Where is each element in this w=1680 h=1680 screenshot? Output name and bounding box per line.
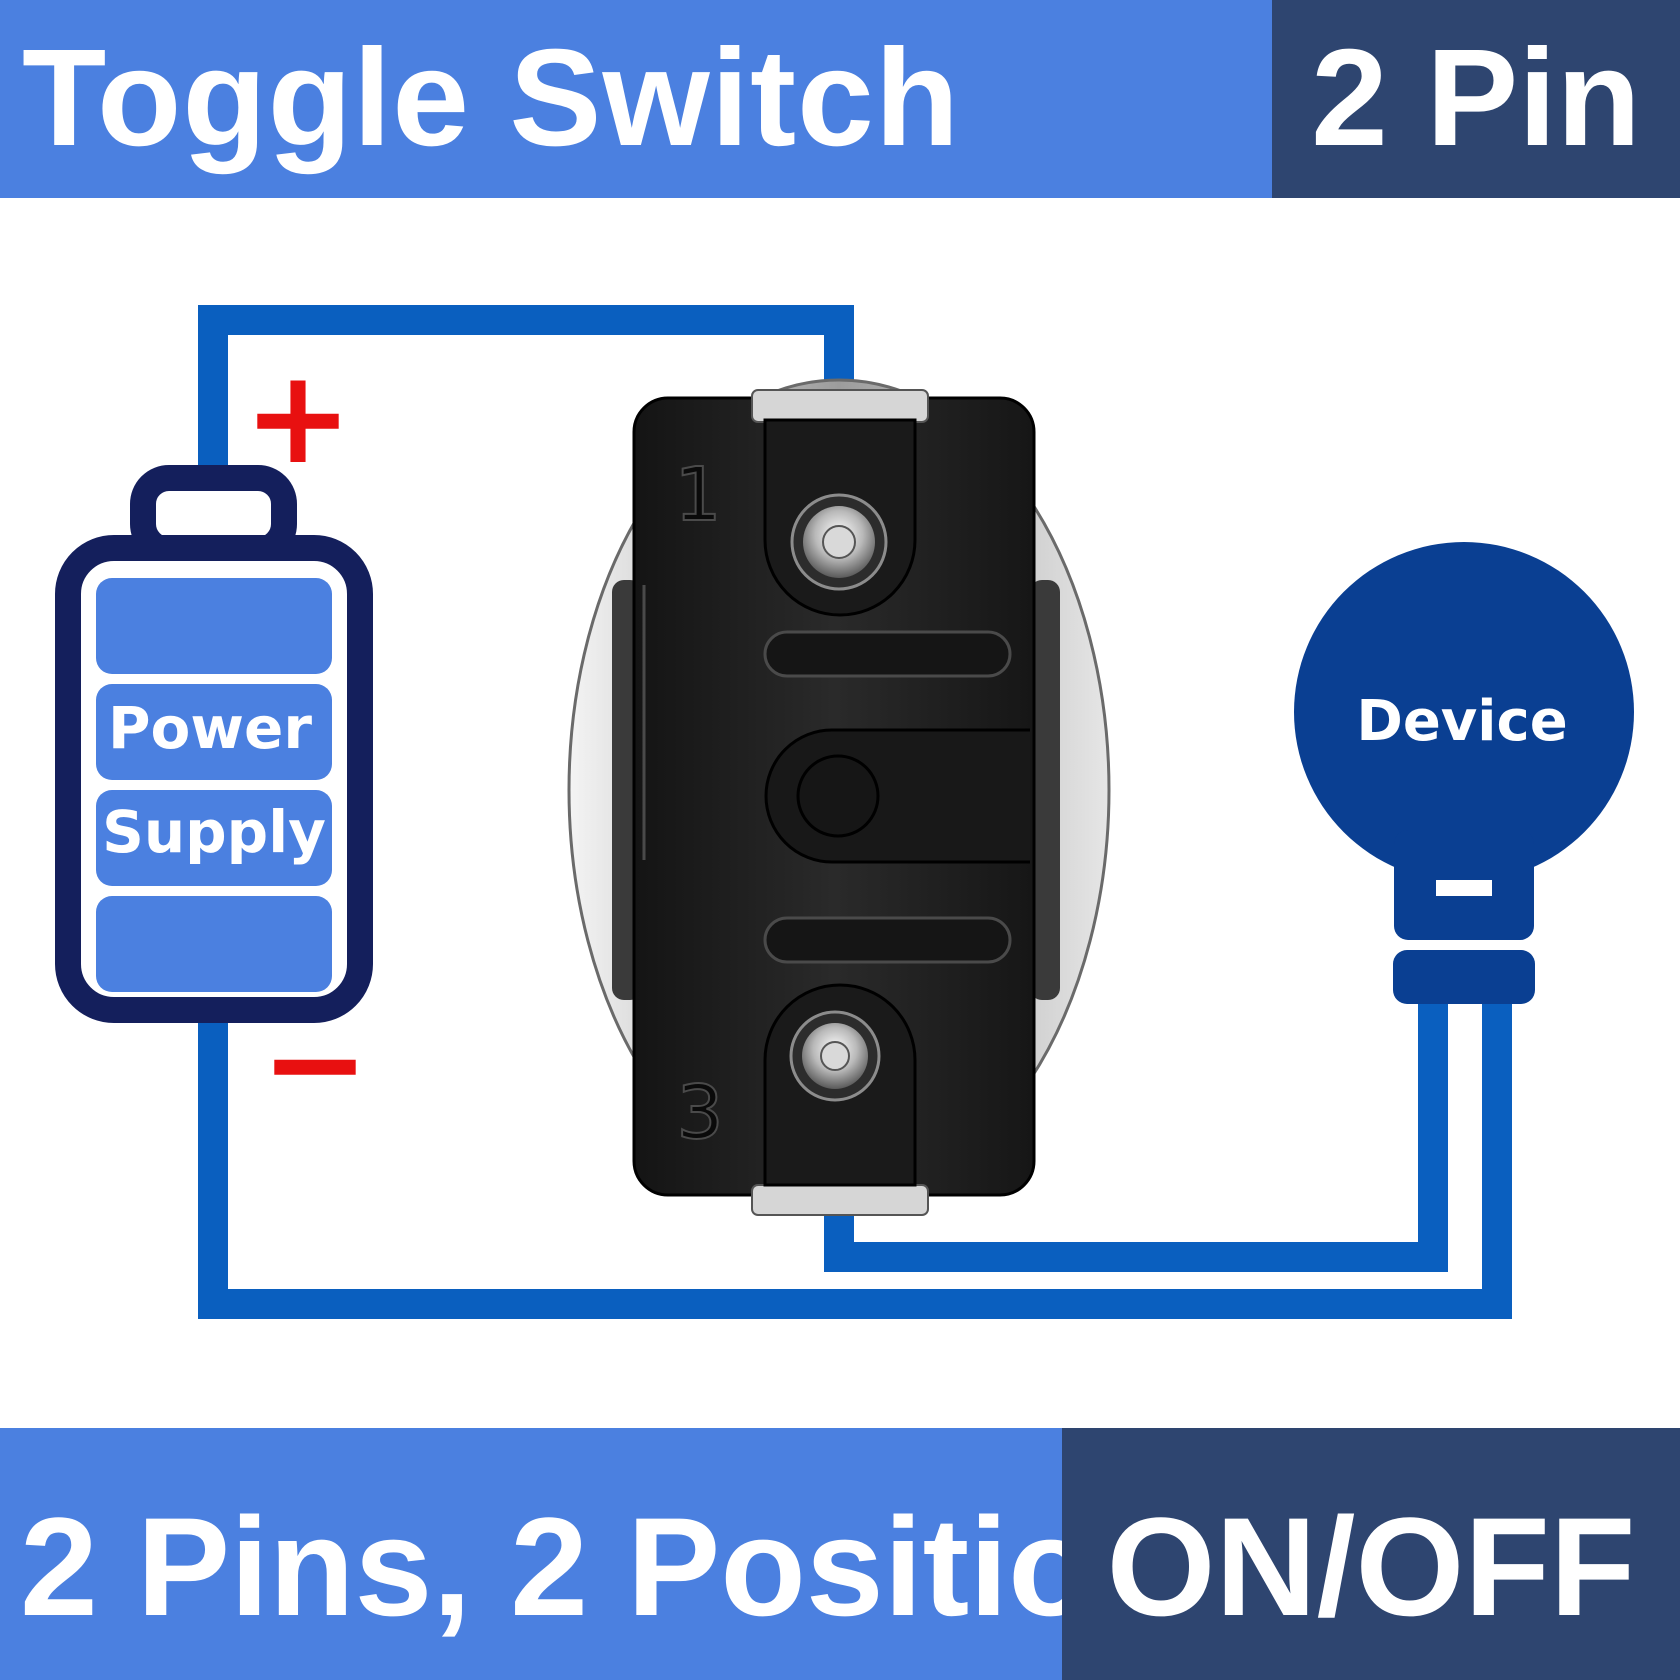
supply-label: Supply: [102, 798, 326, 866]
battery-cell: [96, 790, 332, 886]
wire-negative: [198, 1002, 1512, 1319]
power-supply-battery: Power Supply: [55, 465, 373, 1023]
battery-cell: [96, 578, 332, 674]
function-banner: ON/OFF: [1062, 1428, 1680, 1680]
title-banner: Toggle Switch: [0, 0, 1272, 198]
device-bulb: Device: [1294, 542, 1634, 1004]
title-text: Toggle Switch: [22, 21, 961, 175]
wire-switch-to-device: [824, 1002, 1448, 1272]
battery-cell: [96, 896, 332, 992]
negative-terminal-symbol: −: [261, 987, 370, 1139]
battery-cell: [96, 684, 332, 780]
function-text: ON/OFF: [1106, 1488, 1636, 1645]
wiring-diagram: Power Supply + − Device: [55, 305, 1634, 1319]
positive-terminal-symbol: +: [244, 341, 353, 493]
wire-positive: [198, 305, 854, 470]
terminal-number-1: 1: [674, 452, 721, 538]
pin-count-text: 2 Pin: [1311, 21, 1641, 175]
power-label: Power: [108, 694, 312, 762]
spec-text: 2 Pins, 2 Positions: [20, 1488, 1258, 1645]
toggle-switch-body: 1 3: [567, 378, 1111, 1216]
device-label: Device: [1356, 689, 1567, 754]
pin-count-banner: 2 Pin: [1272, 0, 1680, 198]
spec-banner: 2 Pins, 2 Positions: [0, 1428, 1257, 1680]
terminal-number-3: 3: [676, 1070, 723, 1156]
